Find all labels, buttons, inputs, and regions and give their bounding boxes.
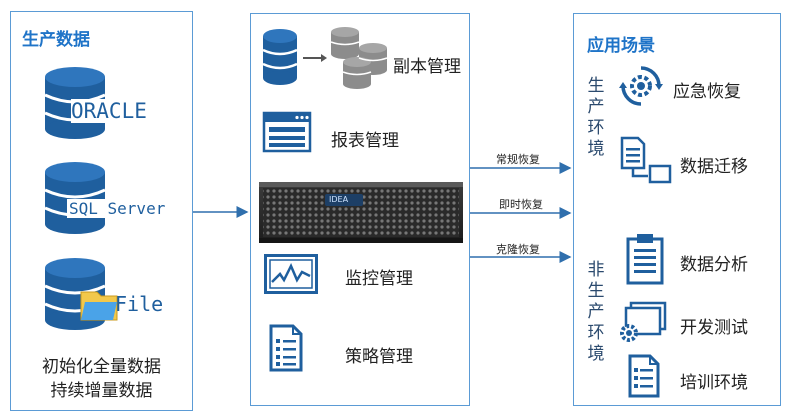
server-appliance-image	[259, 182, 463, 243]
clone-restore-label: 克隆恢复	[496, 243, 540, 256]
training-env-label: 培训环境	[680, 373, 748, 393]
replica-management-label: 副本管理	[393, 57, 461, 77]
report-management-label: 报表管理	[331, 131, 399, 151]
monitor-chart-icon	[264, 254, 318, 294]
emergency-recovery-gear-icon	[619, 66, 663, 106]
file-database-icon	[44, 258, 118, 330]
non-production-env-label: 非生产环境	[587, 260, 605, 364]
oracle-label: ORACLE	[71, 99, 147, 123]
production-data-panel: 生产数据 ORACLE SQL Server File 初始化全量数据 持续增量…	[10, 11, 193, 411]
policy-management-label: 策略管理	[345, 347, 413, 367]
sql-server-label: SQL Server	[67, 199, 168, 218]
dev-test-label: 开发测试	[680, 318, 748, 338]
data-analysis-clipboard-icon	[626, 234, 664, 285]
dev-test-windows-gear-icon	[620, 301, 667, 342]
server-logo-text: IDEA	[329, 195, 349, 204]
application-scenarios-title: 应用场景	[587, 36, 655, 56]
policy-document-icon	[269, 324, 303, 372]
initial-full-data-text: 初始化全量数据	[42, 357, 161, 377]
file-label: File	[115, 292, 164, 316]
training-document-icon	[628, 354, 660, 398]
instant-restore-label: 即时恢复	[499, 198, 543, 211]
management-panel: 副本管理 报表管理 IDEA 监控管理	[250, 13, 470, 406]
monitoring-management-label: 监控管理	[345, 269, 413, 289]
report-window-icon	[262, 111, 312, 153]
production-env-label: 生产环境	[587, 76, 605, 159]
application-scenarios-panel: 应用场景 生产环境 非生产环境 应急恢复 数据迁移 数据分析 开发测试	[573, 13, 781, 406]
emergency-recovery-label: 应急恢复	[673, 82, 741, 102]
continuous-incremental-data-text: 持续增量数据	[50, 381, 153, 401]
data-migration-label: 数据迁移	[680, 157, 748, 177]
sql-server-database-icon	[44, 162, 106, 234]
regular-restore-label: 常规恢复	[496, 153, 540, 166]
data-migration-icon	[620, 136, 672, 184]
data-analysis-label: 数据分析	[680, 255, 748, 275]
production-data-title: 生产数据	[22, 30, 90, 50]
replica-database-icon	[262, 27, 388, 89]
